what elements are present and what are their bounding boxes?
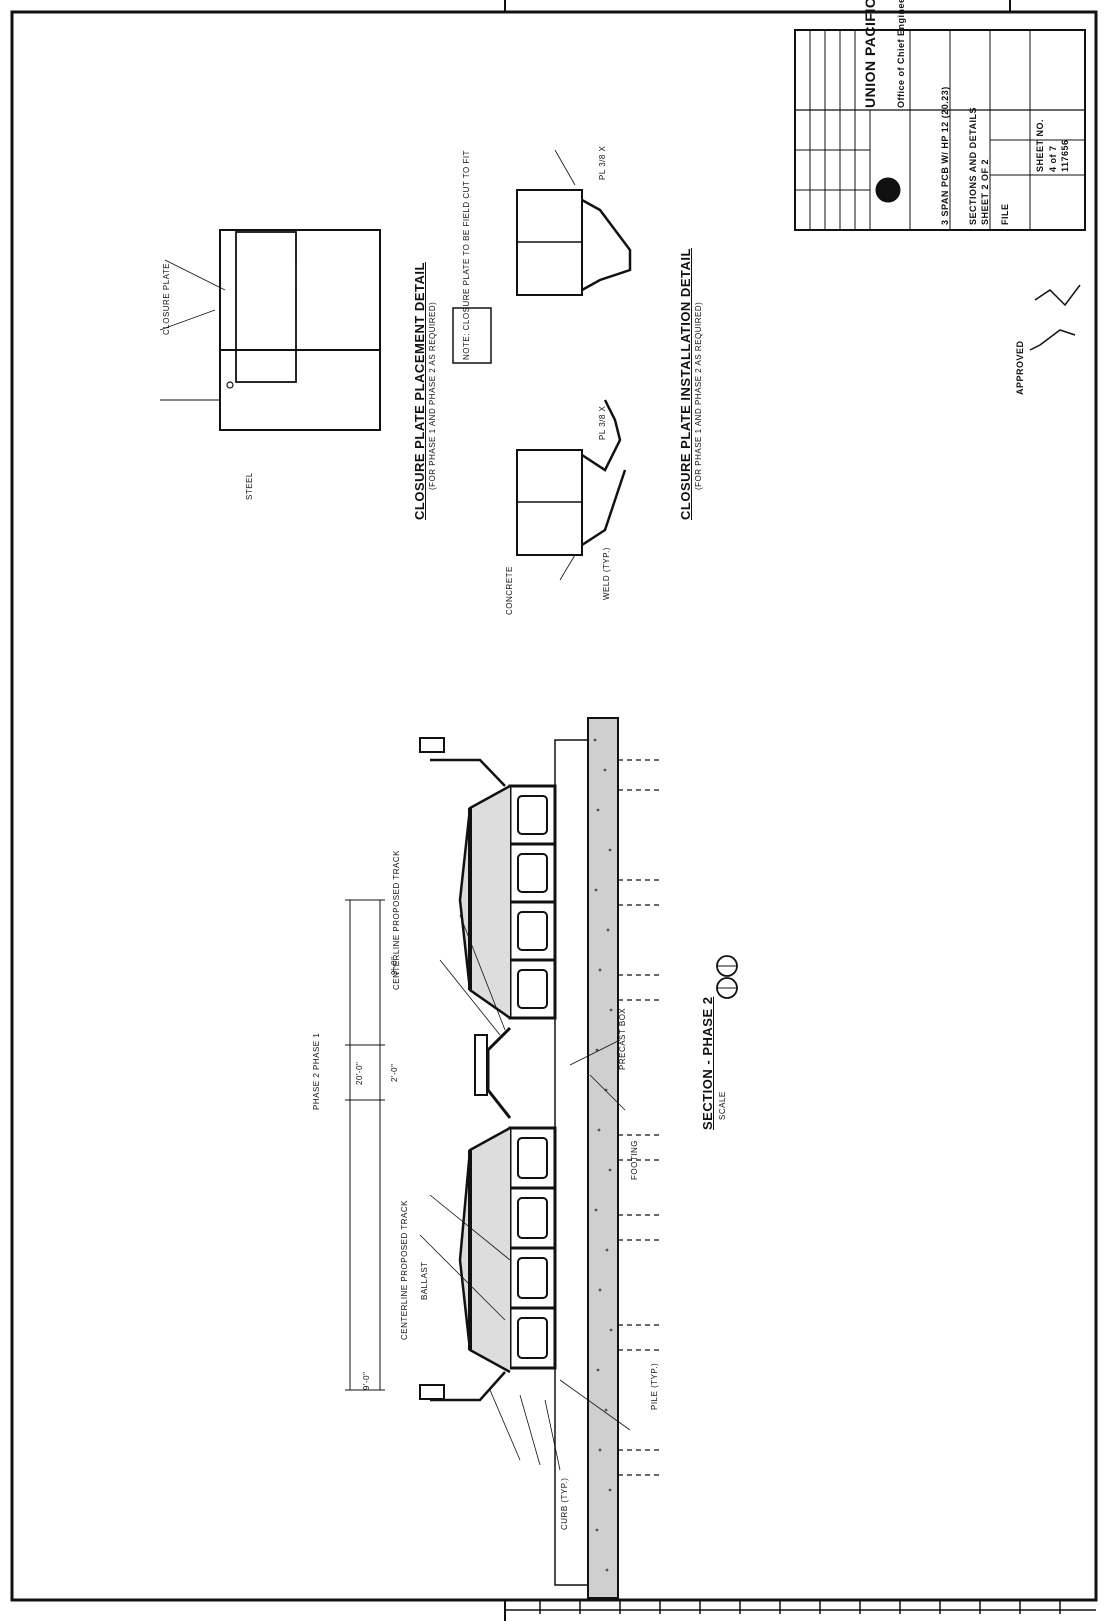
steel-label: STEEL — [245, 472, 254, 500]
bottom-scale-ruler — [505, 1600, 1096, 1614]
closure-plate-placement-detail — [159, 229, 381, 431]
note-box — [452, 307, 492, 364]
phase-label: PHASE 2 PHASE 1 — [312, 1032, 321, 1110]
cl-track-left-label: CENTERLINE PROPOSED TRACK — [400, 1200, 409, 1340]
project-name: 3 SPAN PCB W/ HP 12 (20.23) — [940, 86, 950, 225]
placement-detail-title: CLOSURE PLATE PLACEMENT DETAIL — [412, 262, 427, 520]
sheet-subtitle: SHEET 2 OF 2 — [980, 158, 990, 225]
precast-box-label: PRECAST BOX — [618, 1007, 627, 1070]
title-block — [794, 29, 1086, 351]
ballast-label: BALLAST — [420, 1261, 429, 1300]
weld-label: WELD (TYP.) — [602, 547, 611, 600]
closure-plate-label: CLOSURE PLATE — [162, 262, 171, 335]
dim-total: 20'-0" — [355, 1061, 364, 1085]
curb-label: CURB (TYP.) — [560, 1477, 569, 1530]
section-phase-2-title: SECTION - PHASE 2 — [700, 996, 715, 1130]
sheet-no: 4 of 7 — [1048, 145, 1058, 172]
approved-label: APPROVED — [1015, 340, 1025, 395]
sheet-title: SECTIONS AND DETAILS — [968, 106, 978, 225]
note-box-text: NOTE: CLOSURE PLATE TO BE FIELD CUT TO F… — [462, 150, 471, 360]
plate-label-left: PL 3/8 X — [598, 405, 607, 440]
dim-mid: 2'-0" — [390, 1063, 399, 1082]
file-label: FILE — [1000, 203, 1010, 226]
installation-detail-title: CLOSURE PLATE INSTALLATION DETAIL — [678, 248, 693, 520]
section-phase-2-drawing — [345, 717, 738, 1599]
company-name: UNION PACIFIC RAILROAD — [862, 0, 878, 108]
section-scale-label: SCALE — [718, 1091, 727, 1120]
cl-track-right-label: CENTERLINE PROPOSED TRACK — [392, 850, 401, 990]
pile-label: PILE (TYP.) — [650, 1362, 659, 1410]
concrete-label: CONCRETE — [505, 566, 514, 615]
sheet-border — [10, 10, 1098, 1602]
footing-label: FOOTING — [630, 1140, 639, 1180]
placement-detail-subnote: (FOR PHASE 1 AND PHASE 2 AS REQUIRED) — [428, 301, 437, 490]
drawing-no: 117656 — [1060, 139, 1070, 172]
department-name: Office of Chief Engineer, Engineering De… — [896, 0, 906, 108]
installation-detail-subnote: (FOR PHASE 1 AND PHASE 2 AS REQUIRED) — [694, 301, 703, 490]
closure-plate-installation-detail — [516, 149, 632, 581]
sheet-no-label: SHEET NO. — [1035, 118, 1045, 172]
dim-left: 9'-0" — [362, 1371, 371, 1390]
plate-label-right: PL 3/8 X — [598, 145, 607, 180]
